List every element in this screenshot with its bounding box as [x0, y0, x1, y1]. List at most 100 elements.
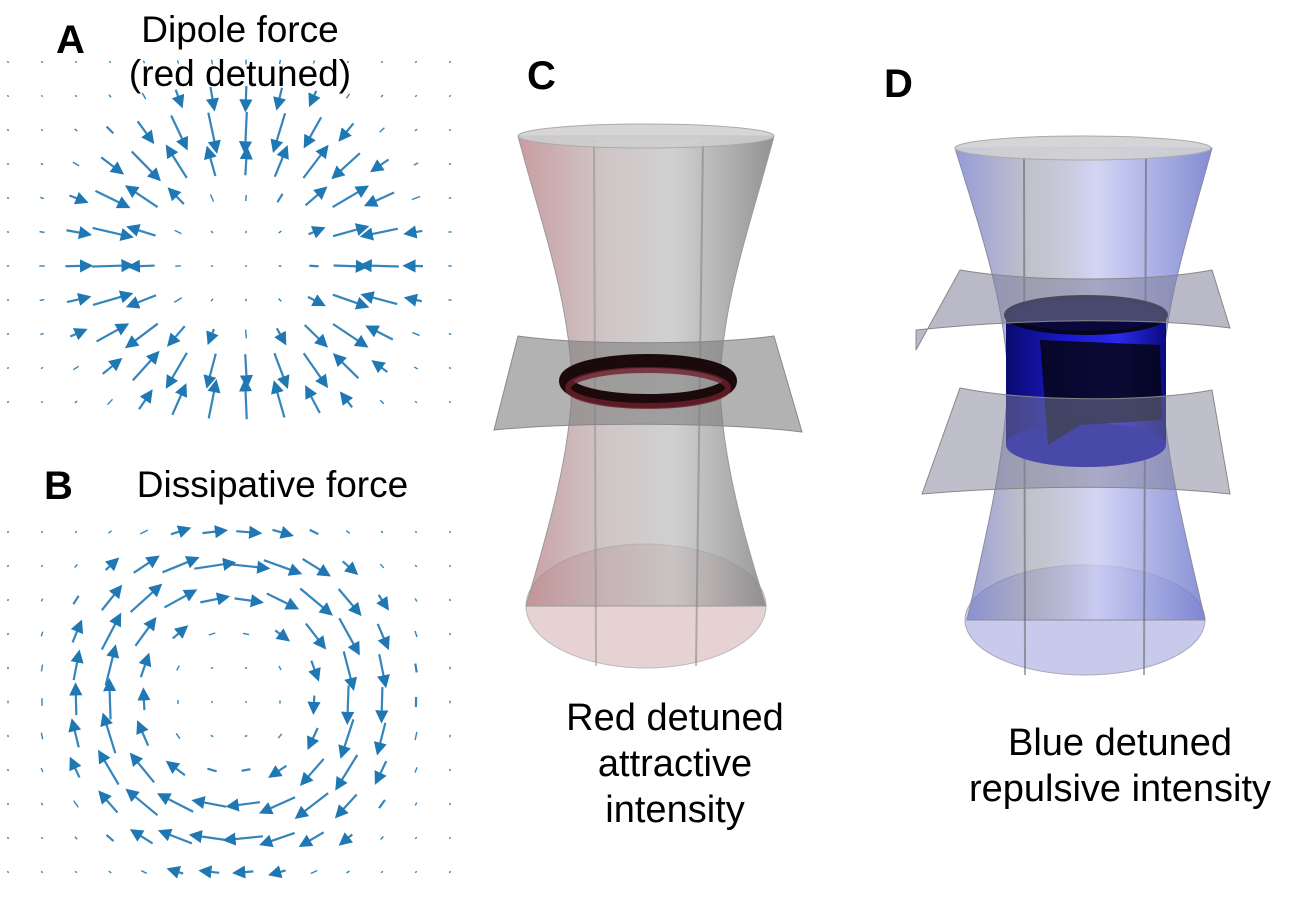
force-arrow — [414, 530, 418, 534]
force-arrow — [105, 125, 115, 135]
force-arrow — [334, 793, 358, 819]
force-arrow — [72, 595, 80, 605]
force-arrow — [341, 685, 355, 726]
force-arrow — [273, 352, 290, 389]
panel-d-letter: D — [884, 62, 913, 106]
force-arrow — [448, 299, 452, 301]
panel-c-caption-line3: intensity — [605, 789, 745, 831]
force-arrow — [207, 112, 221, 154]
force-arrow — [129, 583, 163, 613]
force-arrow — [207, 379, 221, 419]
force-arrow — [70, 649, 84, 681]
force-arrow — [100, 584, 123, 611]
force-arrow — [370, 158, 390, 173]
force-arrow — [305, 385, 321, 414]
force-arrow — [244, 329, 248, 339]
force-arrow — [379, 563, 385, 569]
force-arrow — [176, 665, 180, 671]
force-arrow — [40, 732, 44, 740]
force-arrow — [100, 156, 125, 175]
force-arrow — [92, 290, 134, 307]
force-arrow — [449, 632, 451, 636]
force-arrow — [165, 144, 188, 179]
force-arrow — [108, 870, 112, 874]
force-arrow — [268, 865, 286, 879]
force-arrow — [92, 226, 134, 241]
force-arrow — [188, 830, 229, 844]
force-arrow — [205, 86, 219, 112]
blue-beam-top-opening — [954, 135, 1212, 161]
force-arrow — [307, 294, 326, 307]
force-arrow — [363, 191, 395, 207]
force-arrow — [376, 653, 390, 689]
force-arrow — [108, 60, 112, 64]
force-arrow — [414, 767, 418, 773]
force-arrow — [74, 563, 78, 569]
panel-b-letter: B — [44, 464, 73, 508]
force-arrow — [125, 788, 159, 817]
force-arrow — [414, 630, 418, 638]
force-arrow — [302, 558, 331, 577]
force-arrow — [136, 720, 150, 747]
force-arrow — [133, 555, 160, 574]
force-arrow — [414, 128, 418, 132]
force-arrow — [74, 128, 78, 132]
force-arrow — [448, 564, 452, 568]
force-arrow — [68, 718, 82, 748]
force-arrow — [245, 700, 247, 704]
force-arrow — [448, 60, 452, 64]
force-arrow — [163, 589, 198, 609]
panel-c-caption-line2: attractive — [597, 743, 753, 785]
force-arrow — [374, 760, 388, 785]
force-arrow — [245, 194, 247, 202]
force-arrow — [341, 560, 359, 576]
force-arrow — [448, 196, 452, 200]
force-arrow — [74, 60, 78, 64]
force-arrow — [207, 767, 217, 773]
force-arrow — [274, 327, 287, 346]
force-arrow — [365, 325, 394, 341]
red-detuned-beam — [493, 123, 803, 669]
force-arrow — [373, 722, 387, 756]
panel-d-caption: Blue detuned repulsive intensity — [940, 720, 1300, 812]
force-arrow — [414, 836, 418, 840]
force-arrow — [69, 191, 89, 205]
force-arrow — [414, 94, 418, 98]
force-arrow — [448, 366, 452, 370]
force-arrow — [305, 622, 327, 650]
force-arrow — [138, 652, 152, 678]
force-arrow — [162, 556, 200, 574]
force-arrow — [303, 116, 323, 149]
force-arrow — [272, 526, 294, 539]
force-arrow — [274, 628, 291, 642]
panel-c-letter: C — [527, 54, 556, 98]
force-arrow — [73, 800, 79, 808]
force-arrow — [6, 94, 10, 98]
force-arrow — [69, 328, 88, 341]
force-arrow — [165, 760, 186, 777]
force-arrow — [206, 328, 219, 346]
force-arrow — [6, 802, 10, 806]
force-arrow — [203, 353, 217, 389]
force-arrow — [65, 259, 94, 273]
force-arrow — [156, 793, 194, 813]
force-arrow — [360, 291, 398, 306]
force-arrow — [379, 399, 385, 405]
blue-lower-sheet — [921, 387, 1231, 495]
force-arrow — [268, 764, 288, 778]
force-arrow — [222, 832, 264, 846]
force-arrow — [6, 128, 10, 132]
force-arrow — [266, 592, 300, 610]
force-arrow — [448, 332, 452, 336]
force-arrow — [208, 632, 216, 636]
force-arrow — [40, 94, 44, 98]
panel-d-caption-line1: Blue detuned — [1008, 722, 1232, 764]
force-arrow — [337, 588, 362, 617]
force-arrow — [270, 112, 287, 154]
force-arrow — [359, 227, 399, 241]
force-arrow — [129, 752, 155, 784]
force-arrow — [376, 623, 390, 651]
force-arrow — [204, 145, 217, 177]
force-arrow — [414, 731, 418, 741]
force-arrow — [414, 870, 418, 874]
